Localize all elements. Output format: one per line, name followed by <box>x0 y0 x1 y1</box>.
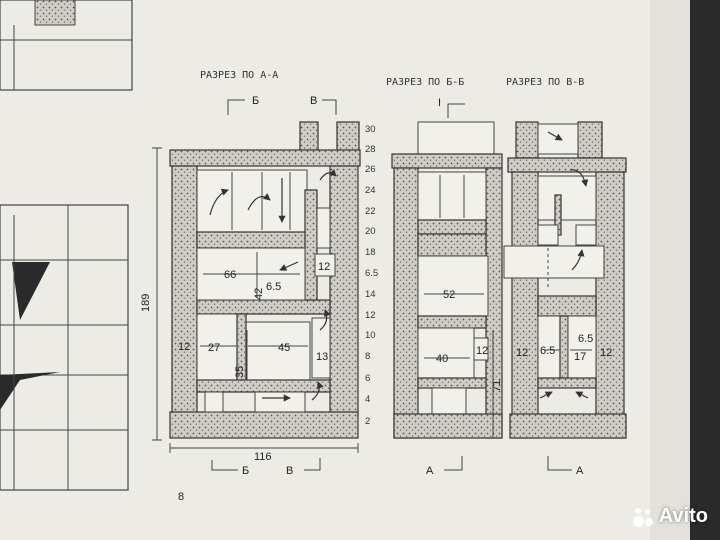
cut-mark-v-bottom: В <box>286 465 293 477</box>
dim-firebox-27: 27 <box>208 342 220 354</box>
paper-fold <box>650 0 690 540</box>
section-vv <box>503 121 627 439</box>
row-numbers: 30 28 26 24 22 20 18 6.5 14 12 10 8 6 4 … <box>365 124 378 427</box>
section-bb <box>391 121 503 439</box>
page-mark: 8 <box>178 491 184 503</box>
cut-mark-b-top: Б <box>252 95 259 107</box>
row-number: 6 <box>365 373 370 384</box>
dim-vv-right-12: 12 <box>600 347 612 359</box>
dim-lower-45: 45 <box>278 342 290 354</box>
adjacent-drawing-fragment <box>0 0 133 491</box>
dim-bb-71: 71 <box>491 380 503 392</box>
section-bb-title: РАЗРЕЗ ПО Б-Б <box>386 77 464 88</box>
row-number: 10 <box>365 330 376 341</box>
row-number: 6.5 <box>365 268 378 279</box>
cut-mark-v-top: В <box>310 95 317 107</box>
row-number: 22 <box>365 206 376 217</box>
dim-bb-40: 40 <box>436 353 448 365</box>
row-number: 26 <box>365 164 376 175</box>
row-number: 14 <box>365 289 376 300</box>
section-aa-dimensions: 189 116 66 6.5 42 12 12 27 35 45 13 <box>140 261 330 463</box>
cut-mark-i-top: I <box>438 97 441 109</box>
dim-ash-35: 35 <box>234 366 246 378</box>
avito-watermark-text: Avito <box>658 505 708 527</box>
cut-marks-bottom: Б В А А <box>211 456 584 477</box>
row-number: 30 <box>365 124 376 135</box>
row-number: 4 <box>365 394 370 405</box>
section-aa-title: РАЗРЕЗ ПО А-А <box>200 70 278 81</box>
cut-marks-top: Б В I <box>227 95 465 118</box>
dark-edge <box>690 0 720 540</box>
dim-height-189: 189 <box>140 294 152 312</box>
cut-mark-a-bottom-right: А <box>576 465 584 477</box>
dim-upper-42: 42 <box>253 288 265 300</box>
dim-upper-66: 66 <box>224 269 236 281</box>
row-number: 8 <box>365 351 370 362</box>
section-vv-title: РАЗРЕЗ ПО В-В <box>506 77 584 88</box>
dim-width-116: 116 <box>254 451 272 463</box>
section-aa <box>152 121 361 453</box>
dim-vv-6-5-right: 6.5 <box>578 333 593 345</box>
dim-vv-left-12: 12 <box>516 347 528 359</box>
cut-mark-b-bottom: Б <box>242 465 249 477</box>
dim-bb-12: 12 <box>476 345 488 357</box>
avito-watermark: Avito <box>632 505 708 528</box>
row-number: 20 <box>365 226 376 237</box>
dim-vv-6-5-left: 6.5 <box>540 345 555 357</box>
dim-box-12: 12 <box>318 261 330 273</box>
dim-left-wall-12: 12 <box>178 341 190 353</box>
dim-upper-6-5: 6.5 <box>266 281 281 293</box>
dim-right-wall-13: 13 <box>316 351 328 363</box>
avito-logo-icon <box>632 506 655 528</box>
row-number: 2 <box>365 416 370 427</box>
section-vv-dimensions: 12 6.5 6.5 17 12 <box>516 333 612 363</box>
row-number: 12 <box>365 310 376 321</box>
cut-mark-a-bottom-mid: А <box>426 465 434 477</box>
row-number: 28 <box>365 144 376 155</box>
row-number: 24 <box>365 185 376 196</box>
row-number: 18 <box>365 247 376 258</box>
dim-bb-52: 52 <box>443 289 455 301</box>
section-bb-dimensions: 52 40 12 71 <box>436 289 503 392</box>
dim-vv-17: 17 <box>574 351 586 363</box>
